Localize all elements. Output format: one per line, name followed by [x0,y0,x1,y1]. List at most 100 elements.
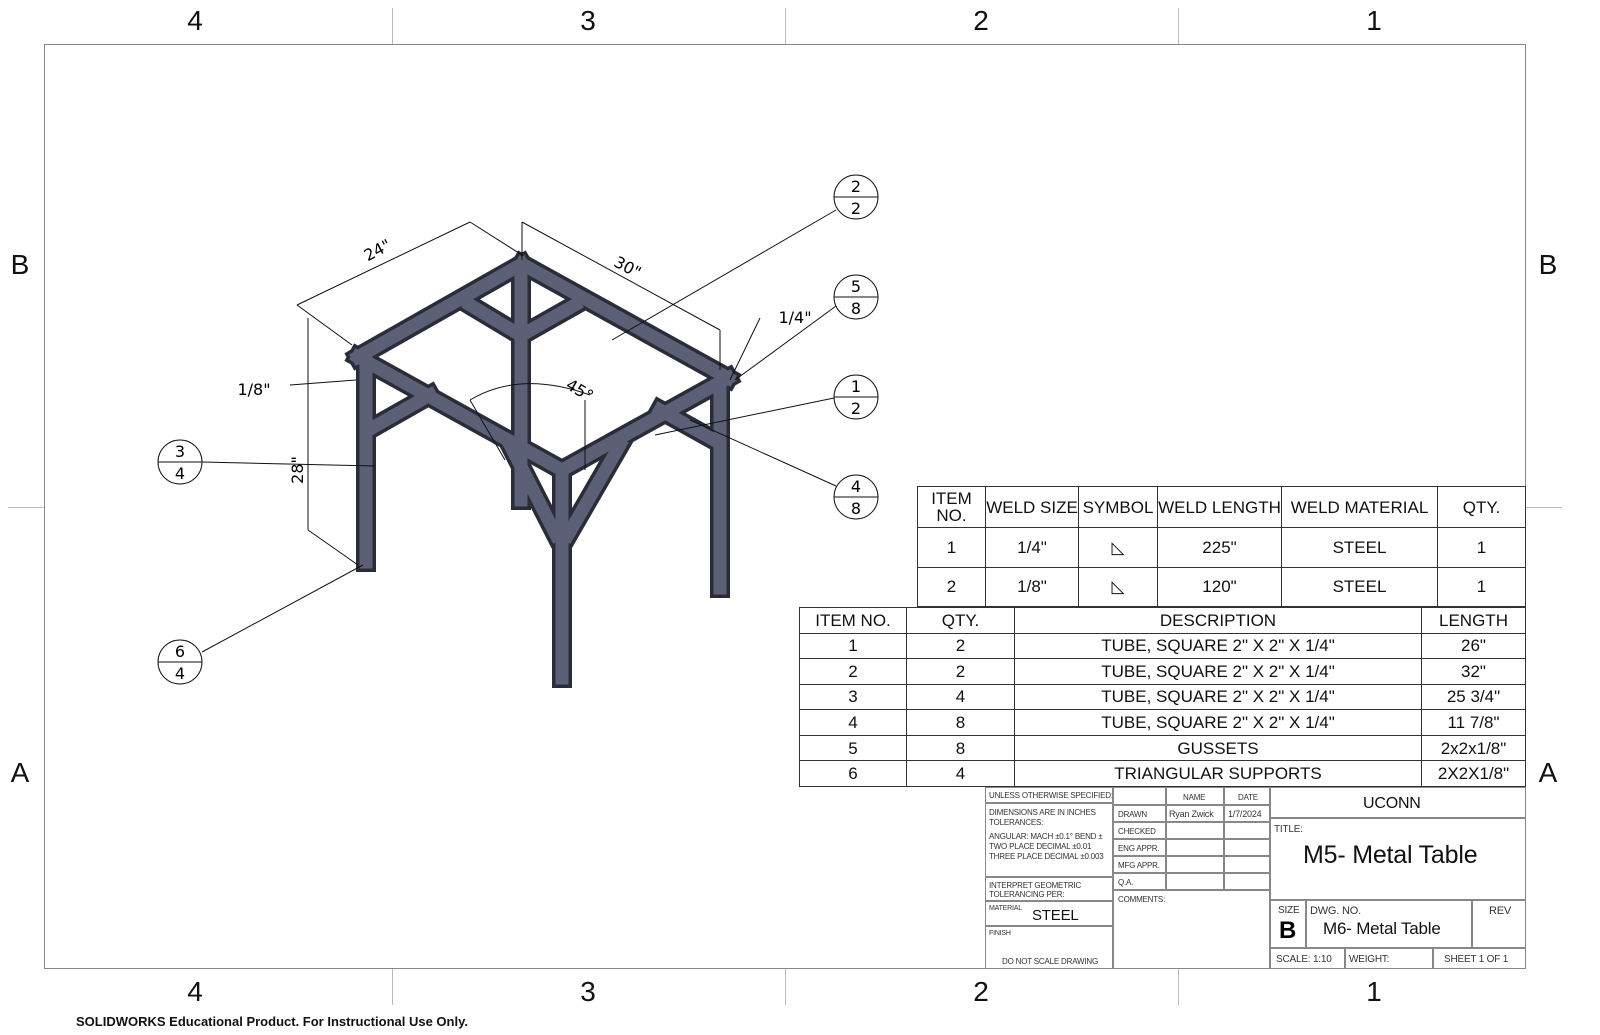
balloon-qty: 8 [851,299,861,318]
text-cell: Q.A. [1118,878,1134,887]
zone-col: 3 [580,5,596,36]
zone-row: B [10,249,30,280]
text-cell: 120" [1157,566,1282,607]
text-cell: WELD MATERIAL [1281,486,1438,528]
text-cell: DIMENSIONS ARE IN INCHES [989,808,1096,817]
text-cell: 6 [799,760,907,787]
text-cell: REV [1489,905,1512,917]
balloon-item: 3 [175,442,185,461]
zone-col: 4 [187,5,203,36]
balloon-qty: 4 [175,464,185,483]
text-cell: 25 3/4" [1421,683,1526,711]
text-cell: SYMBOL [1078,486,1158,528]
text-cell: ◺ [1078,527,1158,568]
balloon-item: 1 [851,377,861,396]
text-cell: 11 7/8" [1421,709,1526,736]
text-cell: SIZE [1278,905,1300,916]
balloon-item: 4 [851,477,861,496]
balloon-qty: 2 [851,199,861,218]
text-cell: SCALE: 1:10 [1276,954,1332,965]
balloon-item: 2 [851,177,861,196]
weld-left: 1/8" [237,380,270,399]
text-cell: LENGTH [1421,607,1526,634]
text-cell: WEIGHT: [1349,954,1390,965]
zone-col: 1 [1366,5,1382,36]
text-cell: SHEET 1 OF 1 [1444,954,1509,965]
zone-row: A [1538,757,1558,788]
text-cell: DO NOT SCALE DRAWING [1002,957,1099,966]
text-cell: 2 [917,566,986,607]
text-cell: GUSSETS [1014,734,1422,762]
text-cell: 1 [799,632,907,660]
text-cell: THREE PLACE DECIMAL ±0.003 [989,852,1104,861]
text-cell: 1 [917,527,986,568]
balloon-qty: 8 [851,499,861,518]
watermark: SOLIDWORKS Educational Product. For Inst… [76,1014,468,1029]
weld-right: 1/4" [778,308,811,327]
text-cell: DWG. NO. [1310,905,1361,917]
frame-fill [349,255,737,685]
text-cell: 8 [906,709,1015,736]
text-cell: CHECKED [1118,827,1156,836]
balloon-item: 5 [851,277,861,296]
text-cell: 4 [906,760,1015,787]
text-cell: TOLERANCING PER: [989,890,1065,899]
text-cell: WELD SIZE [985,486,1079,528]
zone-col: 1 [1366,976,1382,1007]
text-cell: 1/8" [985,566,1079,607]
balloon-qty: 4 [175,664,185,683]
text-cell: NAME [1183,793,1206,802]
zone-row: B [1538,249,1558,280]
text-cell: ANGULAR: MACH ±0.1° BEND ± [989,832,1103,841]
drawn-by: Ryan Zwick [1169,809,1214,819]
zone-col: 3 [580,976,596,1007]
text-cell: ◺ [1078,566,1158,607]
zone-row: A [10,757,30,788]
text-cell: UNLESS OTHERWISE SPECIFIED: [989,791,1113,800]
text-cell: TWO PLACE DECIMAL ±0.01 [989,842,1092,851]
text-cell: MFG APPR. [1118,861,1160,870]
dim-angle: 45° [563,375,597,406]
text-cell: ITEM NO. [799,607,907,634]
text-cell: 2x2x1/8" [1421,734,1526,762]
text-cell: 1 [1437,566,1526,607]
drawing-title: M5- Metal Table [1303,841,1478,869]
balloon-item: 6 [175,642,185,661]
zone-col: 2 [973,976,989,1007]
text-cell: TUBE, SQUARE 2" X 2" X 1/4" [1014,632,1422,660]
text-cell: TUBE, SQUARE 2" X 2" X 1/4" [1014,683,1422,711]
text-cell: COMMENTS: [1118,895,1166,904]
balloon-qty: 2 [851,399,861,418]
text-cell: DRAWN [1118,810,1147,819]
text-cell: MATERIAL [989,905,1022,912]
dim-depth: 30" [611,252,644,282]
dim-height: 28" [288,456,307,484]
text-cell: 2 [906,658,1015,685]
drawn-date: 1/7/2024 [1228,809,1262,819]
text-cell: TOLERANCES: [989,818,1044,827]
text-cell: 3 [799,683,907,711]
text-cell: STEEL [1281,566,1438,607]
text-cell: 2X2X1/8" [1421,760,1526,787]
text-cell: 5 [799,734,907,762]
text-cell: 8 [906,734,1015,762]
zone-col: 4 [187,976,203,1007]
text-cell: ITEM NO. [917,486,986,528]
text-cell: 225" [1157,527,1282,568]
text-cell: TUBE, SQUARE 2" X 2" X 1/4" [1014,658,1422,685]
text-cell: 1 [1437,527,1526,568]
text-cell: 32" [1421,658,1526,685]
text-cell: 2 [906,632,1015,660]
text-cell: 2 [799,658,907,685]
text-cell: TITLE: [1274,824,1303,835]
